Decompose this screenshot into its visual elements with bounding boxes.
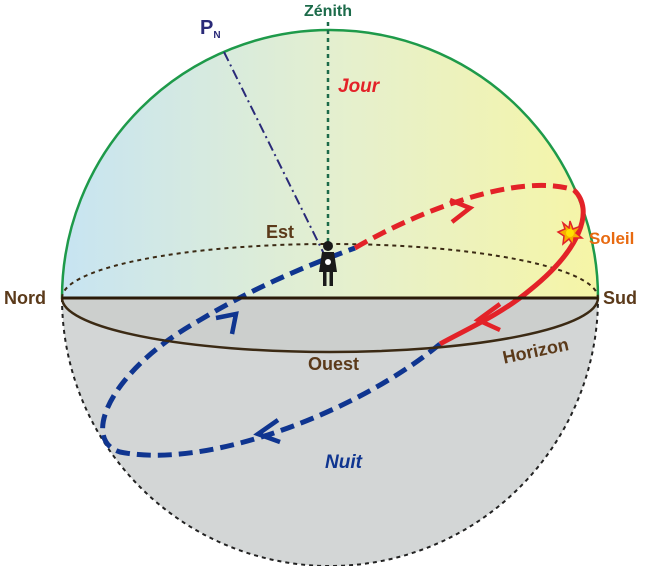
chevron-arrow-icon <box>253 418 281 445</box>
ground-hemisphere <box>62 298 598 566</box>
east-label: Est <box>266 222 294 242</box>
horizon-plane-front <box>62 298 598 352</box>
lower-hemisphere-outline <box>61 297 599 566</box>
night-path <box>100 245 442 458</box>
horizon-ellipse-front <box>60 297 600 354</box>
meridian-arc <box>60 28 600 299</box>
pole-label: PN <box>200 17 221 41</box>
day-path-rising <box>353 182 575 251</box>
sun-icon <box>556 220 585 248</box>
zenith-label: Zénith <box>304 3 352 20</box>
day-label: Jour <box>338 76 381 97</box>
chevron-arrow-icon <box>215 311 239 335</box>
pole-axis <box>223 51 329 263</box>
west-label: Ouest <box>308 354 359 374</box>
sun-label: Soleil <box>589 229 634 248</box>
chevron-arrow-icon <box>449 197 475 224</box>
north-label: Nord <box>4 288 46 308</box>
chevron-arrow-icon <box>473 302 502 333</box>
south-label: Sud <box>603 288 637 308</box>
person-icon <box>319 241 337 286</box>
sky-dome <box>62 30 598 298</box>
night-label: Nuit <box>325 452 363 473</box>
day-path-setting <box>438 188 586 347</box>
